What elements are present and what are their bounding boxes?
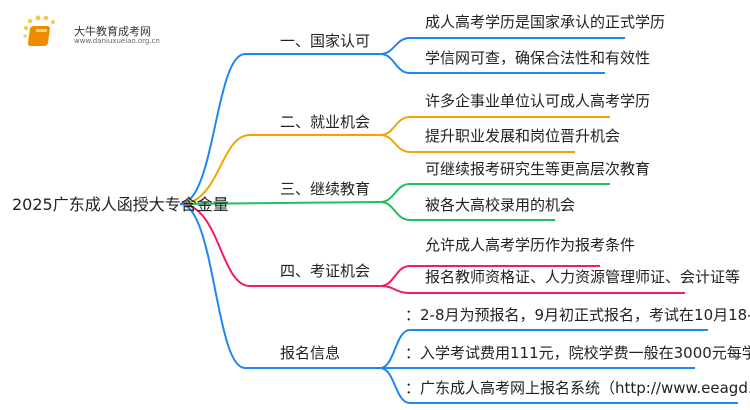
branch-employment: 二、就业机会 bbox=[280, 113, 371, 131]
leaf: ：广东成人高考网上报名系统（http://www.eeagd.edu.cn/cr… bbox=[405, 379, 750, 397]
connector-leaf-1-2 bbox=[379, 53, 605, 74]
leaf: ：入学考试费用111元，院校学费一般在3000元每学年 bbox=[405, 344, 750, 362]
leaf: 学信网可查，确保合法性和有效性 bbox=[425, 49, 651, 67]
leaf: 可继续报考研究生等更高层次教育 bbox=[425, 160, 651, 178]
leaf: 允许成人高考学历作为报考条件 bbox=[425, 236, 636, 254]
site-logo: 大牛教育成考网 www.daniuxueiao.org.cn bbox=[20, 14, 160, 48]
leaf: ：2-8月为预报名，9月初正式报名，考试在10月18-19日 bbox=[405, 306, 750, 324]
connector-branch-4 bbox=[179, 203, 380, 287]
leaf: 报名教师资格证、人力资源管理师证、会计证等 bbox=[425, 268, 741, 286]
book-logo-icon bbox=[23, 15, 55, 46]
branch-further-education: 三、继续教育 bbox=[280, 180, 371, 198]
leaf: 被各大高校录用的机会 bbox=[425, 196, 576, 214]
connector-leaf-2-2 bbox=[379, 134, 575, 153]
connector-leaf-2-1 bbox=[379, 116, 610, 136]
logo-title: 大牛教育成考网 bbox=[74, 25, 151, 38]
connector-leaf-1-1 bbox=[379, 37, 625, 55]
logo-url: www.daniuxueiao.org.cn bbox=[74, 37, 160, 45]
connector-leaf-4-2 bbox=[379, 285, 685, 294]
leaf: 成人高考学历是国家承认的正式学历 bbox=[425, 13, 666, 31]
branch-certification: 四、考证机会 bbox=[280, 262, 371, 280]
connector-branch-5 bbox=[179, 203, 380, 369]
connector-leaf-3-2 bbox=[379, 201, 555, 221]
connector-branch-3 bbox=[179, 201, 381, 205]
leaf: 提升职业发展和岗位晋升机会 bbox=[425, 127, 621, 145]
connector-leaf-5-3 bbox=[379, 367, 738, 404]
branch-registration-info: 报名信息 bbox=[280, 344, 341, 362]
connector-leaf-3-1 bbox=[379, 183, 610, 203]
leaf: 许多企事业单位认可成人高考学历 bbox=[425, 92, 651, 110]
connector-leaf-5-1 bbox=[379, 329, 708, 369]
connector-branch-2 bbox=[179, 134, 380, 205]
connector-branch-1 bbox=[179, 53, 380, 205]
branch-national-recognition: 一、国家认可 bbox=[280, 32, 371, 50]
root-topic: 2025广东成人函授大专含金量 bbox=[12, 195, 229, 214]
